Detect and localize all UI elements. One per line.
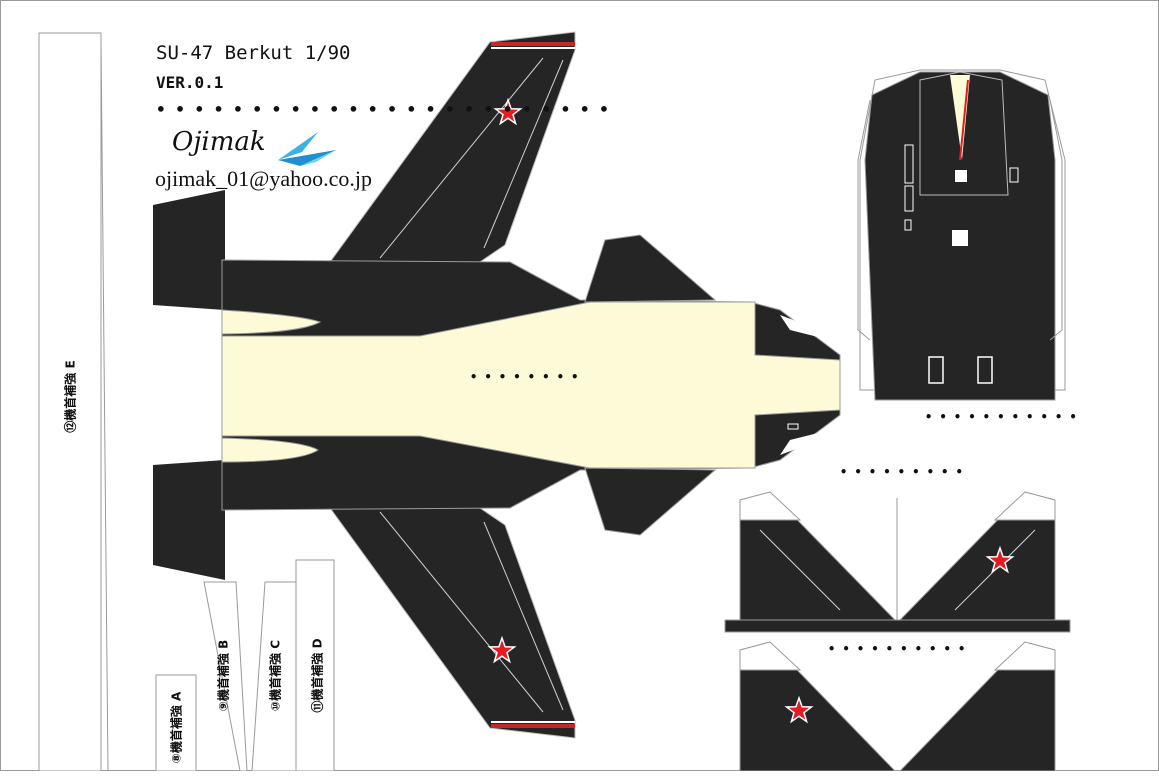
cockpit-part: [857, 69, 1066, 401]
fold-dots: • • • • • • • • • • • • • • • • • • • • …: [156, 100, 609, 119]
canopy-panel: [221, 301, 841, 469]
upper-tail: [153, 190, 225, 310]
paper-plane-logo-icon: [278, 132, 336, 166]
model-title: SU-47 Berkut 1/90: [156, 42, 351, 64]
lower-wing: [329, 507, 576, 739]
label-reinforcement-c: ⑩機首補強 C: [268, 639, 283, 712]
author-email: ojimak_01@yahoo.co.jp: [155, 166, 373, 191]
reinforcement-strips: [38, 32, 335, 771]
strip-e: [38, 32, 102, 771]
label-reinforcement-a: ⑧機首補強 A: [169, 691, 184, 764]
fold-dots: • • • • • • • •: [470, 370, 579, 384]
upper-wing: [329, 31, 576, 263]
strip-c: [251, 581, 297, 771]
fold-dots: • • • • • • • • •: [840, 465, 963, 479]
version-label: VER.0.1: [156, 73, 224, 92]
main-airframe: [153, 31, 841, 739]
fold-dots: • • • • • • • • • • •: [925, 410, 1077, 424]
lower-canard: [584, 467, 717, 536]
label-reinforcement-d: ⑪機首補強 D: [310, 638, 325, 713]
label-reinforcement-b: ⑨機首補強 B: [216, 639, 231, 712]
author-logo: Ojimak: [172, 127, 266, 157]
stabilizer-part-2: [739, 641, 1056, 771]
lower-tail: [153, 460, 225, 580]
stabilizer-part-1: [724, 491, 1071, 633]
strip-a: [155, 674, 197, 771]
label-reinforcement-e: ⑫機首補強 E: [63, 360, 78, 433]
strip-b: [203, 581, 248, 771]
strip-d: [295, 559, 335, 771]
upper-canard: [584, 234, 717, 303]
fold-dots: • • • • • • • • • •: [828, 642, 966, 656]
